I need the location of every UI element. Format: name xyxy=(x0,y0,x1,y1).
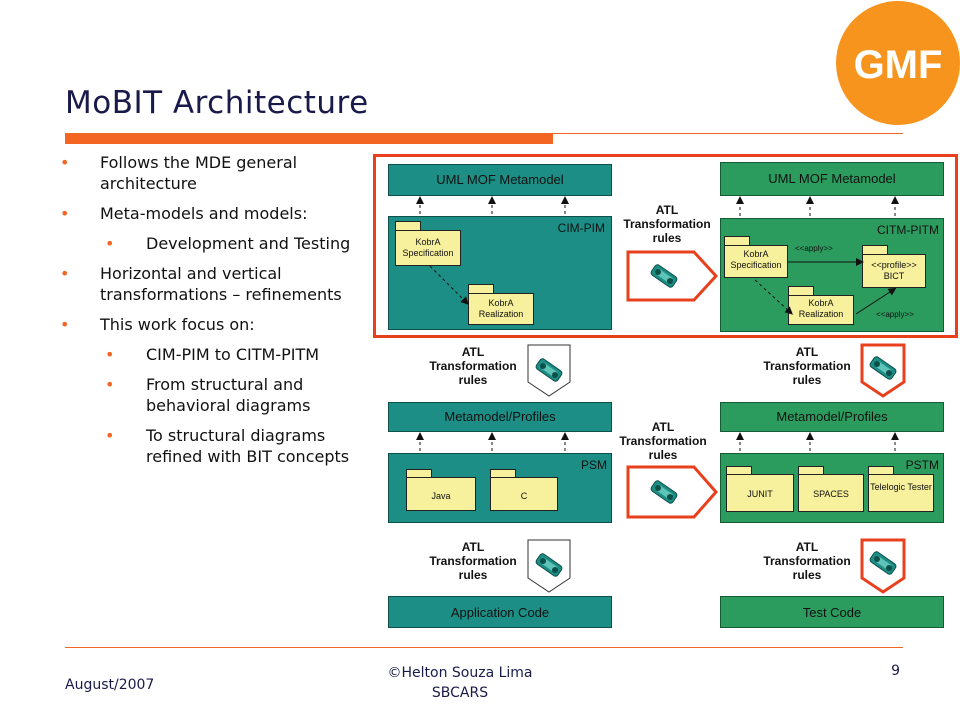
kobra-realization-package-right: KobrA Realization xyxy=(788,295,854,325)
transform-icon-right-2 xyxy=(860,343,906,398)
transform-icon-right-4 xyxy=(860,538,906,594)
bullet-dot: • xyxy=(60,153,70,172)
profile-bict-package: <<profile>> BICT xyxy=(862,254,926,288)
spaces-package: SPACES xyxy=(798,474,864,512)
bullet-item: • Development and Testing xyxy=(55,233,355,254)
bullet-item: • From structural and behavioral diagrams xyxy=(55,374,355,416)
metamodel-profiles-right: Metamodel/Profiles xyxy=(720,402,944,432)
transform-icon-top xyxy=(626,250,719,302)
bullet-item: • CIM-PIM to CITM-PITM xyxy=(55,344,355,365)
kobra-realization-package: KobrA Realization xyxy=(468,293,534,325)
kobra-specification-package-right: KobrA Specification xyxy=(724,245,788,278)
bullet-text: To structural diagrams refined with BIT … xyxy=(146,426,350,466)
bullet-text: Development and Testing xyxy=(146,234,351,253)
footer-date: August/2007 xyxy=(65,677,155,693)
bullet-item: • To structural diagrams refined with BIT… xyxy=(55,425,355,467)
metamodel-profiles-left: Metamodel/Profiles xyxy=(388,402,612,432)
bullet-dot: • xyxy=(60,315,70,334)
bullet-dot: • xyxy=(60,204,70,223)
psm-label: PSM xyxy=(580,458,607,472)
psm-model: PSM xyxy=(388,453,612,523)
bullet-list: • Follows the MDE general architecture • Me… xyxy=(55,152,355,476)
transform-icon-left-2 xyxy=(527,344,571,397)
pstm-label: PSTM xyxy=(905,458,939,472)
uml-mof-metamodel-left: UML MOF Metamodel xyxy=(388,164,612,196)
bullet-text: Horizontal and vertical transformations … xyxy=(100,264,342,304)
citm-pitm-label: CITM-PITM xyxy=(877,223,939,237)
bullet-dot: • xyxy=(60,264,70,283)
transform-icon-left-4 xyxy=(527,539,571,593)
kobra-specification-package: KobrA Specification xyxy=(395,230,461,266)
bullet-dot: • xyxy=(105,234,115,253)
bullet-item: • Horizontal and vertical transformations… xyxy=(55,263,355,305)
cim-pim-model: CIM-PIM xyxy=(388,216,612,330)
footer-divider xyxy=(65,647,903,648)
title-underline-thin xyxy=(553,133,903,134)
footer-author: ©Helton Souza Lima SBCARS xyxy=(387,665,533,701)
bullet-text: Meta-models and models: xyxy=(100,204,308,223)
bullet-item: • Follows the MDE general architecture xyxy=(55,152,355,194)
bullet-dot: • xyxy=(105,345,115,364)
c-package: C xyxy=(490,477,558,511)
svg-text:GMF: GMF xyxy=(854,43,943,87)
java-package: Java xyxy=(406,477,476,511)
bullet-text: Follows the MDE general architecture xyxy=(100,153,298,193)
apply-label-2: <<apply>> xyxy=(876,310,914,319)
bullet-text: This work focus on: xyxy=(100,315,255,334)
junit-package: JUNIT xyxy=(726,474,794,512)
page-title: MoBIT Architecture xyxy=(65,85,369,121)
cim-pim-highlight-frame xyxy=(373,154,958,338)
bullet-dot: • xyxy=(105,375,115,394)
pstm-model: PSTM xyxy=(720,453,944,523)
bullet-item: • Meta-models and models: xyxy=(55,203,355,224)
uml-mof-metamodel-right: UML MOF Metamodel xyxy=(720,162,944,196)
page-number: 9 xyxy=(891,663,900,679)
application-code: Application Code xyxy=(388,596,612,628)
citm-pitm-model: CITM-PITM xyxy=(720,218,944,332)
cim-pim-label: CIM-PIM xyxy=(557,221,605,235)
bullet-item: • This work focus on: xyxy=(55,314,355,335)
bullet-dot: • xyxy=(105,426,115,445)
bullet-text: CIM-PIM to CITM-PITM xyxy=(146,345,320,364)
apply-label-1: <<apply>> xyxy=(795,244,833,253)
gmf-logo: GMF xyxy=(836,1,960,125)
test-code: Test Code xyxy=(720,596,944,628)
transform-icon-middle xyxy=(626,465,718,519)
bullet-text: From structural and behavioral diagrams xyxy=(146,375,311,415)
title-underline-bar xyxy=(65,133,553,144)
telelogic-tester-package: Telelogic Tester xyxy=(868,474,934,512)
